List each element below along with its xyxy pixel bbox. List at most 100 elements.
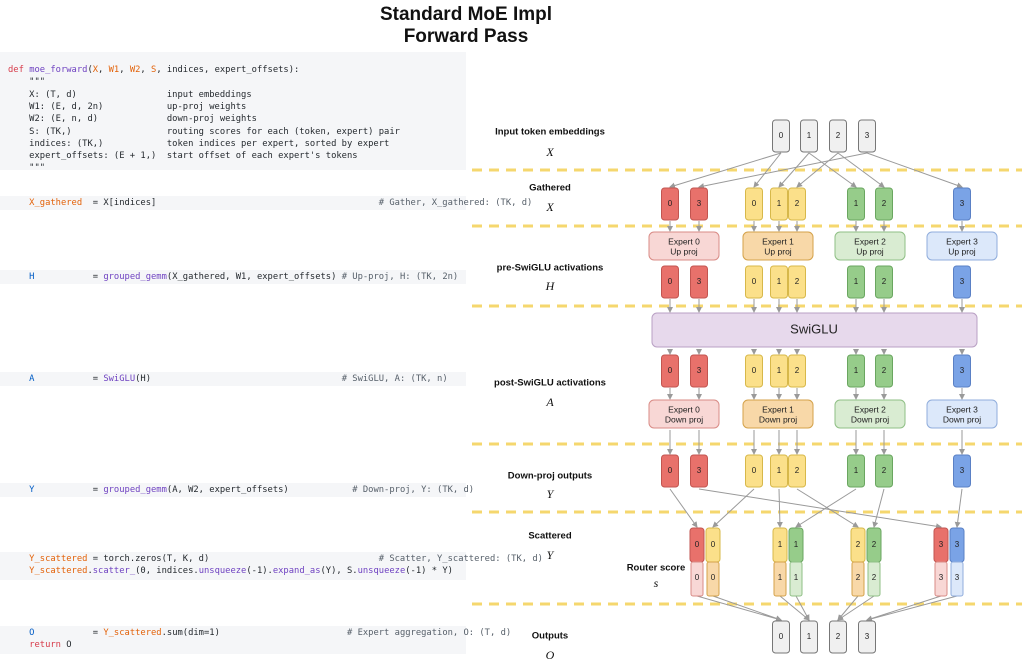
expert-1-token <box>745 187 763 221</box>
expert-3-up-box <box>926 231 998 261</box>
expert-0-token-label: 0 <box>668 199 673 208</box>
code-token: def <box>8 65 30 75</box>
code-token: indices: (TK,) token indices per expert,… <box>8 138 390 149</box>
expert-0-token-label: 0 <box>668 366 673 375</box>
flow-arrow <box>779 595 810 621</box>
router-score-index: 3 <box>955 573 960 582</box>
code-header: def moe_forward(X, W1, W2, S, indices, e… <box>0 52 466 174</box>
expert-0-token <box>661 265 679 299</box>
expert-0-token-label: 3 <box>697 199 702 208</box>
code-token: grouped_gemm <box>103 485 167 495</box>
expert-1-down-box <box>742 399 814 429</box>
expert-name: Expert 0 <box>668 404 700 414</box>
stage-label: pre-SwiGLU activations <box>497 263 604 274</box>
flow-arrow <box>776 488 783 528</box>
code-token: """ <box>8 163 46 174</box>
router-score-cell <box>706 561 720 597</box>
code-block: A = SwiGLU(H) # SwiGLU, A: (TK, n) <box>0 372 466 386</box>
title-line-1: Standard MoE Impl <box>379 4 553 25</box>
expert-2-token-label: 1 <box>854 277 859 286</box>
code-token: expand_as <box>272 566 321 576</box>
expert-3-token-label: 3 <box>960 277 965 286</box>
code-token: (A, W2, expert_offsets) <box>166 485 353 495</box>
stage-labels: Input token embeddingsXGatheredXpre-SwiG… <box>494 127 685 662</box>
code-token: X: (T, d) input embeddings <box>8 89 252 100</box>
code-token: grouped_gemm <box>103 272 167 282</box>
flow-arrow <box>866 595 958 622</box>
router-score-cell <box>851 561 865 597</box>
expert-0-token <box>661 187 679 221</box>
scattered-token-label: 3 <box>955 540 960 549</box>
expert-1-token-label: 2 <box>795 466 800 475</box>
scattered-token-label: 1 <box>794 540 799 549</box>
code-line: return O <box>8 639 72 651</box>
stage-label: post-SwiGLU activations <box>494 378 606 389</box>
expert-name: Expert 2 <box>854 236 886 246</box>
expert-0-token <box>690 187 708 221</box>
code-token: O <box>8 628 35 638</box>
scattered-token-label: 0 <box>711 540 716 549</box>
expert-0-token-label: 3 <box>697 466 702 475</box>
code-token: . <box>87 566 93 576</box>
stage-variable: X <box>545 145 554 159</box>
code-line: expert_offsets: (E + 1,) start offset of… <box>8 150 358 162</box>
scattered-token-label: 0 <box>695 540 700 549</box>
expert-1-token <box>788 354 806 388</box>
code-line: def moe_forward(X, W1, W2, S, indices, e… <box>8 64 299 76</box>
stage-dividers <box>472 168 1022 606</box>
expert-2-token <box>847 187 865 221</box>
expert-1-token <box>788 187 806 221</box>
code-token: A <box>8 374 35 384</box>
code-token: O <box>66 640 72 650</box>
code-token: (H) <box>135 374 342 384</box>
expert-name: Expert 0 <box>668 236 700 246</box>
expert-name: Expert 2 <box>854 404 886 414</box>
up-proj-label: Up proj <box>856 246 884 256</box>
expert-1-token-label: 2 <box>795 199 800 208</box>
expert-1-token <box>745 354 763 388</box>
code-token: S <box>151 65 157 75</box>
expert-1-token <box>745 454 763 488</box>
flow-arrow <box>837 595 859 621</box>
code-token: SwiGLU <box>103 374 136 384</box>
flow-arrow <box>795 488 857 528</box>
flow-arrow <box>796 488 859 528</box>
expert-2-token-label: 1 <box>854 199 859 208</box>
expert-3-token <box>953 265 971 299</box>
code-token: = torch.zeros(T, K, d) <box>87 554 379 564</box>
moe-diagram: Input token embeddingsXGatheredXpre-SwiG… <box>472 119 1022 662</box>
router-score-index: 1 <box>794 573 799 582</box>
code-block: X_gathered = X[indices] # Gather, X_gath… <box>0 196 532 210</box>
router-score-index: 3 <box>939 573 944 582</box>
expert-1-token <box>788 454 806 488</box>
expert-2-token-label: 2 <box>882 277 887 286</box>
output-token-label: 0 <box>779 632 784 641</box>
code-line: W1: (E, d, 2n) up-proj weights <box>8 101 246 113</box>
code-token: # Expert aggregation, O: (T, d) <box>346 628 512 638</box>
stage-variable: Y <box>547 487 555 501</box>
code-token: X <box>92 65 99 75</box>
flow-arrow <box>954 488 963 528</box>
code-token: , <box>98 65 109 75</box>
expert-2-down-box <box>834 399 906 429</box>
code-token: Y_scattered <box>8 554 88 564</box>
code-token: = <box>34 374 104 384</box>
flow-arrow <box>712 488 755 528</box>
code-token: expert_offsets: (E + 1,) start offset of… <box>8 151 358 162</box>
down-proj-label: Down proj <box>665 414 703 424</box>
expert-1-token-label: 0 <box>752 277 757 286</box>
code-token: # SwiGLU, A: (TK, n) <box>341 374 448 384</box>
expert-1-token-label: 2 <box>795 277 800 286</box>
expert-1-token-label: 1 <box>777 277 782 286</box>
expert-2-token-label: 2 <box>882 466 887 475</box>
flow-arrow <box>866 595 942 622</box>
input-token-label: 2 <box>836 131 841 140</box>
code-token: return <box>29 640 67 650</box>
code-line: """ <box>8 76 45 88</box>
code-token: # Down-proj, Y: (TK, d) <box>352 485 475 495</box>
code-token: moe_forward <box>29 65 88 75</box>
code-token: # Scatter, Y_scattered: (TK, d) <box>378 554 543 564</box>
output-token <box>829 620 847 654</box>
expert-1-token <box>770 454 788 488</box>
output-token-label: 1 <box>807 632 812 641</box>
